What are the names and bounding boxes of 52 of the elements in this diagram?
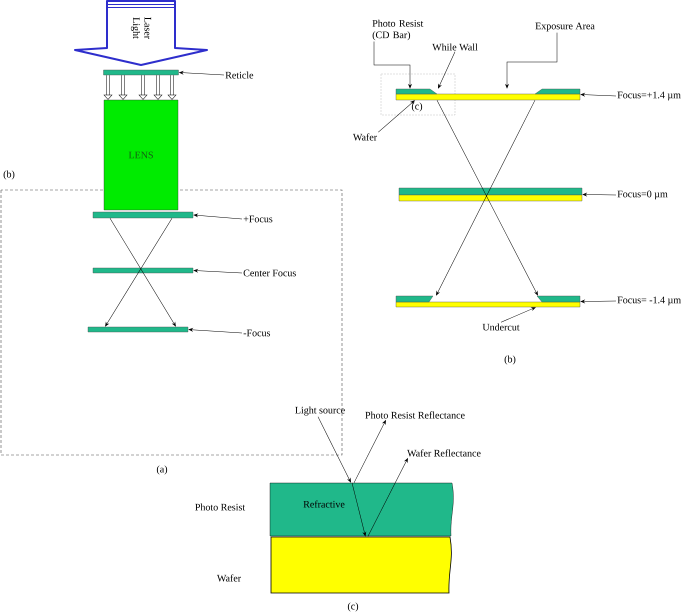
pointer-arrow: [582, 192, 616, 196]
layer-label: Wafer: [216, 574, 241, 582]
callout-label: Focus=0 µm: [617, 190, 668, 200]
callout-label: Light source: [295, 406, 345, 416]
callout-label: Exposure Area: [535, 22, 595, 32]
focus-plate: [92, 268, 194, 274]
light-ray: [318, 416, 351, 482]
pointer-arrow: [580, 93, 616, 96]
leader-line: [438, 52, 456, 88]
callout-label: Photo Resist Reflectance: [365, 411, 465, 419]
focus-plate: [92, 212, 194, 218]
lens: LENS: [104, 100, 178, 210]
wafer-stack: [396, 88, 580, 100]
callout-label: -Focus: [244, 330, 270, 336]
layer-label: Photo Resist: [195, 503, 246, 511]
leader-line: [378, 100, 415, 132]
callout-label: +Focus: [244, 216, 272, 222]
hollow-arrow: [104, 75, 112, 100]
callout-label: Wafer: [352, 133, 377, 141]
light-ray: [368, 458, 408, 536]
pointer-arrow: [188, 328, 242, 334]
light-ray: [354, 420, 386, 484]
light-ray: [352, 482, 366, 536]
leader-line: [505, 32, 558, 88]
panel-label: (b): [504, 355, 516, 365]
leader-line: [374, 41, 412, 88]
panel-label: (b): [4, 170, 14, 180]
panel-label: (c): [348, 602, 358, 612]
callout-label: Undercut: [482, 323, 520, 330]
panel-label: (a): [156, 465, 168, 475]
focus-plate: [88, 326, 188, 332]
wafer-stack: [398, 188, 582, 202]
resist-layer: Refractive: [270, 482, 454, 536]
focus-plate: [103, 70, 179, 76]
callout-label: While Wall: [432, 43, 478, 51]
pointer-arrow: [194, 269, 242, 274]
callout-label: Photo Resist (CD Bar): [372, 20, 424, 40]
callout-label: Center Focus: [244, 270, 296, 276]
hollow-arrow: [154, 75, 162, 100]
leader-line: [500, 307, 536, 323]
panel-label: (c): [412, 102, 422, 112]
pointer-arrow: [194, 214, 242, 220]
hollow-arrow: [118, 75, 128, 100]
callout-label: Focus=+1.4 µm: [617, 92, 681, 100]
callout-label: Reticle: [225, 71, 254, 78]
hollow-arrow: [168, 75, 176, 100]
pointer-arrow: [580, 300, 616, 304]
pointer-arrow: [179, 71, 224, 76]
hollow-arrow: [138, 75, 148, 100]
callout-label: Wafer Reflectance: [407, 449, 481, 457]
wafer-stack: [396, 296, 580, 308]
callout-label: Focus= -1.4 µm: [617, 296, 681, 306]
